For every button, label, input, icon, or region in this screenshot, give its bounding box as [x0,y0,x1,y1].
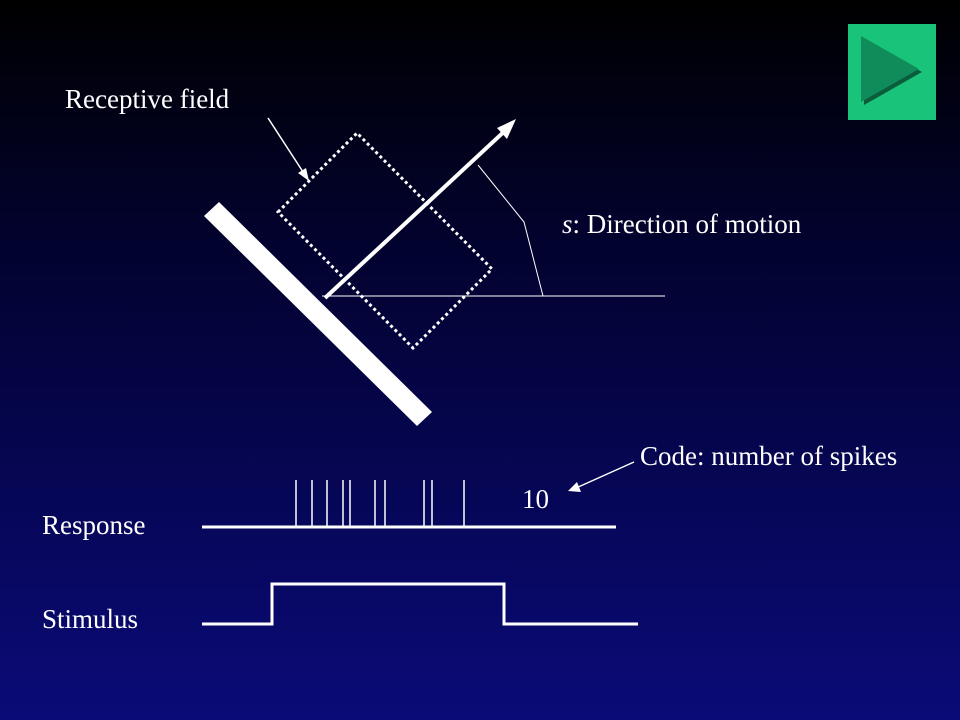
next-slide-button[interactable] [848,24,936,120]
motion-direction-arrow-head [497,119,516,139]
direction-of-motion-label: s: Direction of motion [562,211,801,238]
direction-variable: s [562,209,573,239]
moving-bar [204,202,432,426]
code-label: Code: number of spikes [640,441,898,471]
code-pointer [575,461,635,489]
play-triangle-icon [861,36,922,105]
receptive-field-label: Receptive field [65,84,230,114]
receptive-field-pointer [267,117,306,176]
motion-direction-arrow [323,126,510,300]
receptive-field-box [275,130,495,351]
spike-count: 10 [522,484,549,514]
direction-text: : Direction of motion [572,209,802,239]
spike-train [295,480,465,527]
angle-indicator [477,164,544,297]
stimulus-label: Stimulus [42,604,139,634]
stimulus-trace [202,582,638,626]
code-pointer-head [568,482,581,492]
response-label: Response [42,510,146,540]
receptive-field-pointer-head [298,168,309,181]
